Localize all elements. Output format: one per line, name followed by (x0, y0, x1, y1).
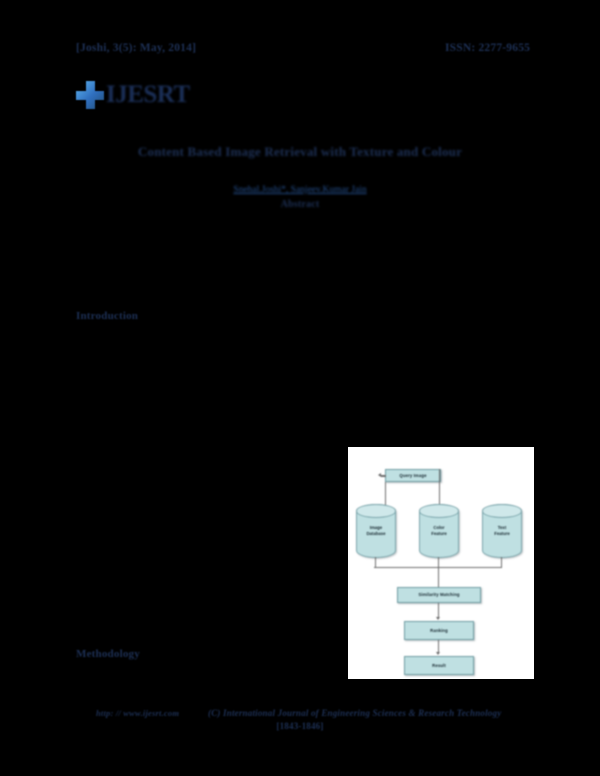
figure-connector-color-to-bus (438, 557, 440, 568)
figure-connector-center-top (439, 469, 441, 505)
page-title: Content Based Image Retrieval with Textu… (137, 144, 463, 159)
figure-node-label: Ranking (430, 627, 448, 633)
figure-arrow-to-ranking (436, 617, 440, 620)
figure-connector-db-to-bus (375, 557, 377, 568)
figure-node-similarity-matching: Similarity Matching (397, 587, 481, 603)
figure-connector-bus-down (438, 567, 440, 588)
figure-node-ranking: Ranking (404, 621, 474, 640)
journal-logo: IJESRT (76, 78, 190, 112)
figure-node-label: Query Image (399, 472, 427, 478)
footer-page-range: [1843-1846] (276, 721, 324, 731)
figure-arrow-to-result (436, 652, 440, 655)
figure-connector-text-to-bus (501, 557, 503, 568)
footer-url: http: // www.ijesrt.com (96, 708, 180, 718)
author-line: Snehal.Joshi*, Sanjeev.Kumar Jain (233, 185, 367, 195)
footer-copyright: (C) International Journal of Engineering… (208, 708, 502, 718)
running-header-issn: ISSN: 2277-9655 (445, 42, 531, 54)
figure-connector-query-down (385, 482, 387, 505)
figure-node-result: Result (404, 656, 474, 675)
figure-connector-rank-to-result (438, 640, 440, 654)
figure-connector-query-stub (381, 475, 386, 477)
page-body: [Joshi, 3(5): May, 2014] ISSN: 2277-9655… (8, 8, 592, 768)
logo-wordmark: IJESRT (106, 81, 190, 108)
plus-cross-icon (76, 81, 104, 109)
running-header-left: [Joshi, 3(5): May, 2014] (76, 42, 197, 54)
figure-connector-match-to-rank (438, 603, 440, 619)
figure-arrow-into-query (378, 473, 381, 477)
figure-node-label: Result (432, 662, 446, 668)
section-heading-methodology: Methodology (76, 648, 140, 660)
abstract-label: Abstract (280, 199, 320, 210)
section-heading-introduction: Introduction (76, 310, 139, 322)
figure-node-label: Similarity Matching (418, 592, 460, 598)
figure-node-query-image: Query Image (385, 469, 441, 482)
